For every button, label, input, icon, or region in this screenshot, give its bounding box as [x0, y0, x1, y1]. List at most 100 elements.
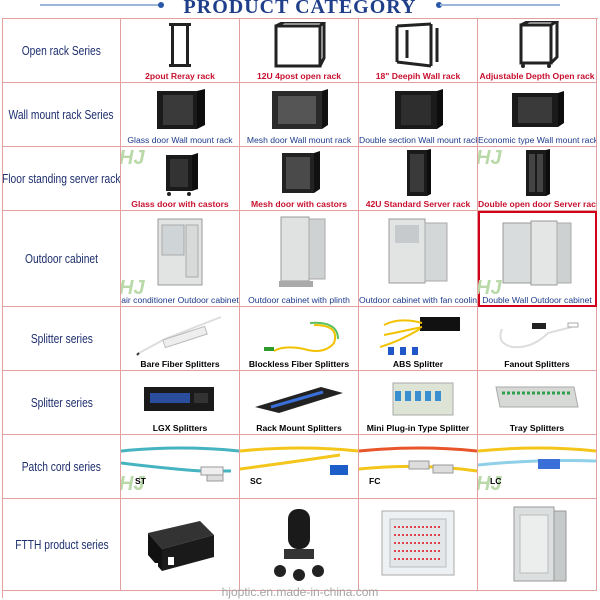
- product-caption: 2pout Reray rack: [145, 71, 215, 81]
- product-caption: air conditioner Outdoor cabinet: [121, 295, 239, 305]
- product-caption: Outdoor cabinet with plinth: [248, 295, 350, 305]
- product-caption: Fanout Splitters: [504, 359, 570, 369]
- economic-cabinet-image: [512, 91, 564, 127]
- product-caption: Glass door with castors: [131, 199, 229, 209]
- product-caption: Bare Fiber Splitters: [140, 359, 220, 369]
- product-tile[interactable]: ABS Splitter: [359, 307, 478, 371]
- product-tile[interactable]: 12U 4post open rack: [240, 19, 359, 83]
- bare-fiber-splitter-image: [136, 316, 222, 356]
- product-tile[interactable]: Mesh door with castors: [240, 147, 359, 211]
- category-label: Splitter series: [30, 395, 93, 410]
- category-cell: Wall mount rack Series: [3, 83, 121, 147]
- product-caption: 18" Deepih Wall rack: [375, 71, 461, 81]
- product-tile[interactable]: Adjustable Depth Open rack: [478, 19, 597, 83]
- product-tile[interactable]: [121, 499, 240, 591]
- sc-patch-cord-image: [240, 446, 358, 475]
- product-tile[interactable]: Outdoor cabinet with plinth: [240, 211, 359, 307]
- mesh-door-cabinet-image: [272, 89, 328, 129]
- product-caption: ABS Splitter: [392, 359, 444, 369]
- category-cell: FTTH product series: [3, 499, 121, 591]
- product-tile[interactable]: LGX Splitters: [121, 371, 240, 435]
- product-tile[interactable]: Bare Fiber Splitters: [121, 307, 240, 371]
- open-frame-rack-image: [274, 22, 326, 68]
- product-caption: Tray Splitters: [509, 423, 565, 433]
- product-caption: Mesh door Wall mount rack: [246, 135, 352, 145]
- mesh-door-server-rack-image: [282, 151, 320, 193]
- product-tile[interactable]: Glass door Wall mount rack: [121, 83, 240, 147]
- category-label: Wall mount rack Series: [9, 107, 115, 122]
- product-caption: 12U 4post open rack: [256, 71, 342, 81]
- product-tile[interactable]: Rack Mount Splitters: [240, 371, 359, 435]
- connector-type-label: ST: [135, 476, 146, 486]
- lgx-splitter-image: [144, 387, 214, 411]
- product-tile[interactable]: [359, 499, 478, 591]
- product-tile[interactable]: HJ Glass door with castors: [121, 147, 240, 211]
- product-caption: Blockless Fiber Splitters: [248, 359, 350, 369]
- glass-door-cabinet-image: [157, 89, 205, 129]
- st-patch-cord-image: [121, 446, 239, 482]
- abs-splitter-image: [379, 317, 460, 355]
- connector-type-label: SC: [250, 476, 262, 486]
- product-tile[interactable]: HJ ST: [121, 435, 240, 499]
- product-tile[interactable]: Tray Splitters: [478, 371, 597, 435]
- product-tile[interactable]: Mesh door Wall mount rack: [240, 83, 359, 147]
- product-tile[interactable]: Double section Wall mount rack: [359, 83, 478, 147]
- 42u-server-rack-image: [407, 149, 431, 196]
- product-tile[interactable]: FC: [359, 435, 478, 499]
- product-tile[interactable]: 42U Standard Server rack: [359, 147, 478, 211]
- product-caption: LGX Splitters: [152, 423, 208, 433]
- rack-mount-splitter-image: [255, 387, 343, 413]
- product-caption: Rack Mount Splitters: [256, 423, 342, 433]
- ftth-distribution-box-image: [148, 521, 214, 571]
- product-tile[interactable]: Outdoor cabinet with fan cooling: [359, 211, 478, 307]
- product-tile[interactable]: SC: [240, 435, 359, 499]
- product-tile[interactable]: HJ LC: [478, 435, 597, 499]
- product-tile[interactable]: 18" Deepih Wall rack: [359, 19, 478, 83]
- category-label: FTTH product series: [14, 537, 109, 552]
- category-label: Floor standing server rack: [3, 171, 121, 186]
- lc-patch-cord-image: [478, 446, 596, 469]
- fc-patch-cord-image: [359, 446, 477, 474]
- product-caption: Double Wall Outdoor cabinet: [482, 295, 592, 305]
- product-tile[interactable]: Blockless Fiber Splitters: [240, 307, 359, 371]
- watermark-logo: HJ: [121, 473, 145, 495]
- header-decoration-left: [40, 4, 160, 6]
- wall-rack-image: [395, 22, 439, 68]
- header-dot-left: [158, 2, 164, 8]
- category-cell: Splitter series: [3, 307, 121, 371]
- connector-type-label: FC: [369, 476, 381, 486]
- glass-door-server-rack-image: [166, 153, 198, 196]
- page-title: PRODUCT CATEGORY: [183, 0, 417, 18]
- category-cell: Patch cord series: [3, 435, 121, 499]
- product-grid: Open rack Series 2pout Reray rack 12U 4p…: [2, 18, 598, 598]
- category-cell: Splitter series: [3, 371, 121, 435]
- fanout-splitter-image: [499, 322, 579, 349]
- plinth-outdoor-cabinet-image: [279, 216, 326, 287]
- product-tile[interactable]: Economic type Wall mount rack: [478, 83, 597, 147]
- product-caption: Adjustable Depth Open rack: [479, 71, 595, 81]
- product-caption: Mesh door with castors: [251, 199, 347, 209]
- product-tile[interactable]: [240, 499, 359, 591]
- product-tile-selected[interactable]: HJ Double Wall Outdoor cabinet: [478, 211, 597, 307]
- category-label: Open rack Series: [21, 43, 102, 58]
- watermark-logo: HJ: [121, 277, 145, 299]
- product-caption: 42U Standard Server rack: [365, 199, 471, 209]
- footer-watermark: hjoptic.en.made-in-china.com: [221, 585, 379, 599]
- product-tile[interactable]: HJ air conditioner Outdoor cabinet: [121, 211, 240, 307]
- product-caption: Double open door Server rack: [478, 199, 597, 209]
- category-label: Outdoor cabinet: [25, 251, 98, 266]
- fan-cooling-outdoor-cabinet-image: [388, 218, 448, 284]
- product-caption: Economic type Wall mount rack: [478, 135, 597, 145]
- product-tile[interactable]: Fanout Splitters: [478, 307, 597, 371]
- category-label: Patch cord series: [21, 459, 102, 474]
- blockless-fiber-splitter-image: [264, 321, 339, 352]
- product-tile[interactable]: Mini Plug-in Type Splitter: [359, 371, 478, 435]
- product-tile[interactable]: 2pout Reray rack: [121, 19, 240, 83]
- product-tile[interactable]: HJ Double open door Server rack: [478, 147, 597, 211]
- header-decoration-right: [440, 4, 560, 6]
- fiber-cabinet-image: [513, 506, 567, 582]
- two-post-rack-image: [169, 23, 191, 67]
- category-cell: Outdoor cabinet: [3, 211, 121, 307]
- product-tile[interactable]: [478, 499, 597, 591]
- plug-in-splitter-image: [392, 382, 454, 416]
